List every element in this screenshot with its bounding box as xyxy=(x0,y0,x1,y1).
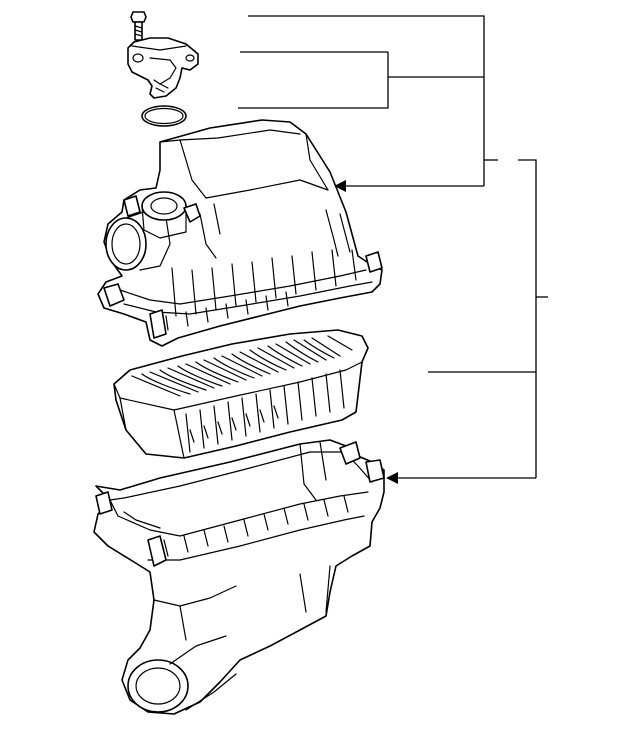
arrow-cap xyxy=(334,180,346,192)
leader-lines xyxy=(238,15,548,484)
leader-bolt xyxy=(248,15,485,186)
leader-group-right xyxy=(518,159,537,478)
leader-oring xyxy=(238,52,389,109)
bolt-part xyxy=(130,11,147,41)
o-ring-part xyxy=(141,105,187,127)
air-cleaner-case-part xyxy=(93,439,385,715)
air-filter-element-part xyxy=(113,329,369,459)
arrow-case xyxy=(386,472,398,484)
air-flow-sensor-part xyxy=(127,37,199,99)
air-cleaner-cap-part xyxy=(97,119,383,347)
